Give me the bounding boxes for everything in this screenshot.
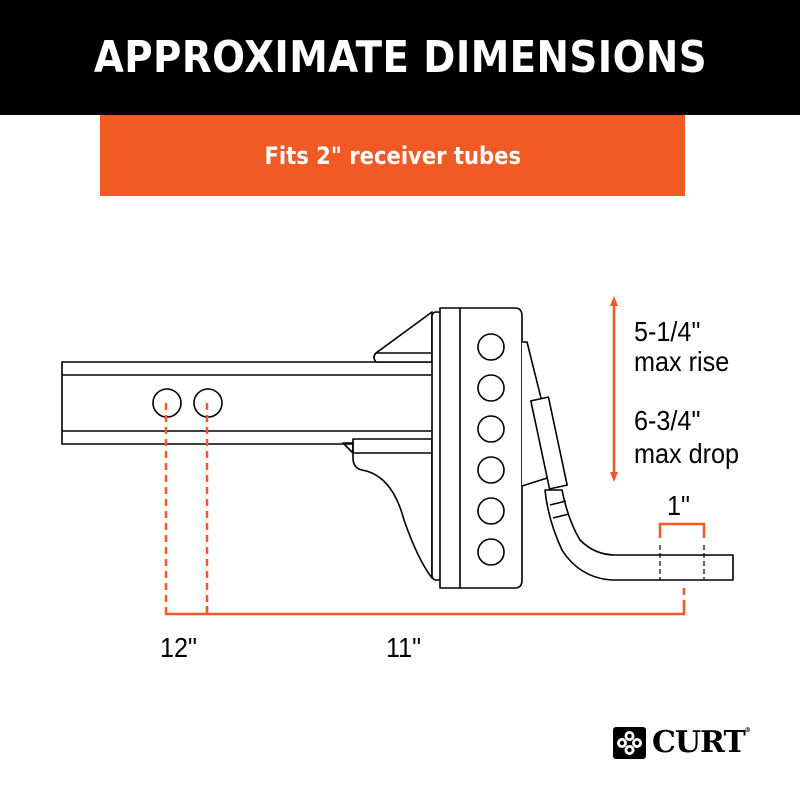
vertical-arrow-heads xyxy=(610,296,618,482)
fit-banner: Fits 2" receiver tubes xyxy=(100,115,685,196)
mount-holes xyxy=(477,333,505,566)
shank-length-dimension: 12" xyxy=(160,632,197,663)
offset-length-dimension: 11" xyxy=(386,632,422,663)
banner-text: Fits 2" receiver tubes xyxy=(264,141,521,170)
dimension-lines xyxy=(164,302,706,616)
rise-label: max rise xyxy=(634,346,730,377)
curt-logo-icon xyxy=(613,727,646,759)
drop-value: 6-3/4" xyxy=(634,405,701,436)
ball-hole-dimension: 1" xyxy=(667,490,690,521)
header-bar: APPROXIMATE DIMENSIONS xyxy=(0,0,800,115)
drop-label: max drop xyxy=(634,438,740,469)
brand-name: CURT® xyxy=(652,725,751,760)
brand-logo: CURT® xyxy=(613,725,751,760)
page-title: APPROXIMATE DIMENSIONS xyxy=(93,32,707,83)
shank-tube xyxy=(61,361,441,445)
rise-value: 5-1/4" xyxy=(634,316,701,347)
